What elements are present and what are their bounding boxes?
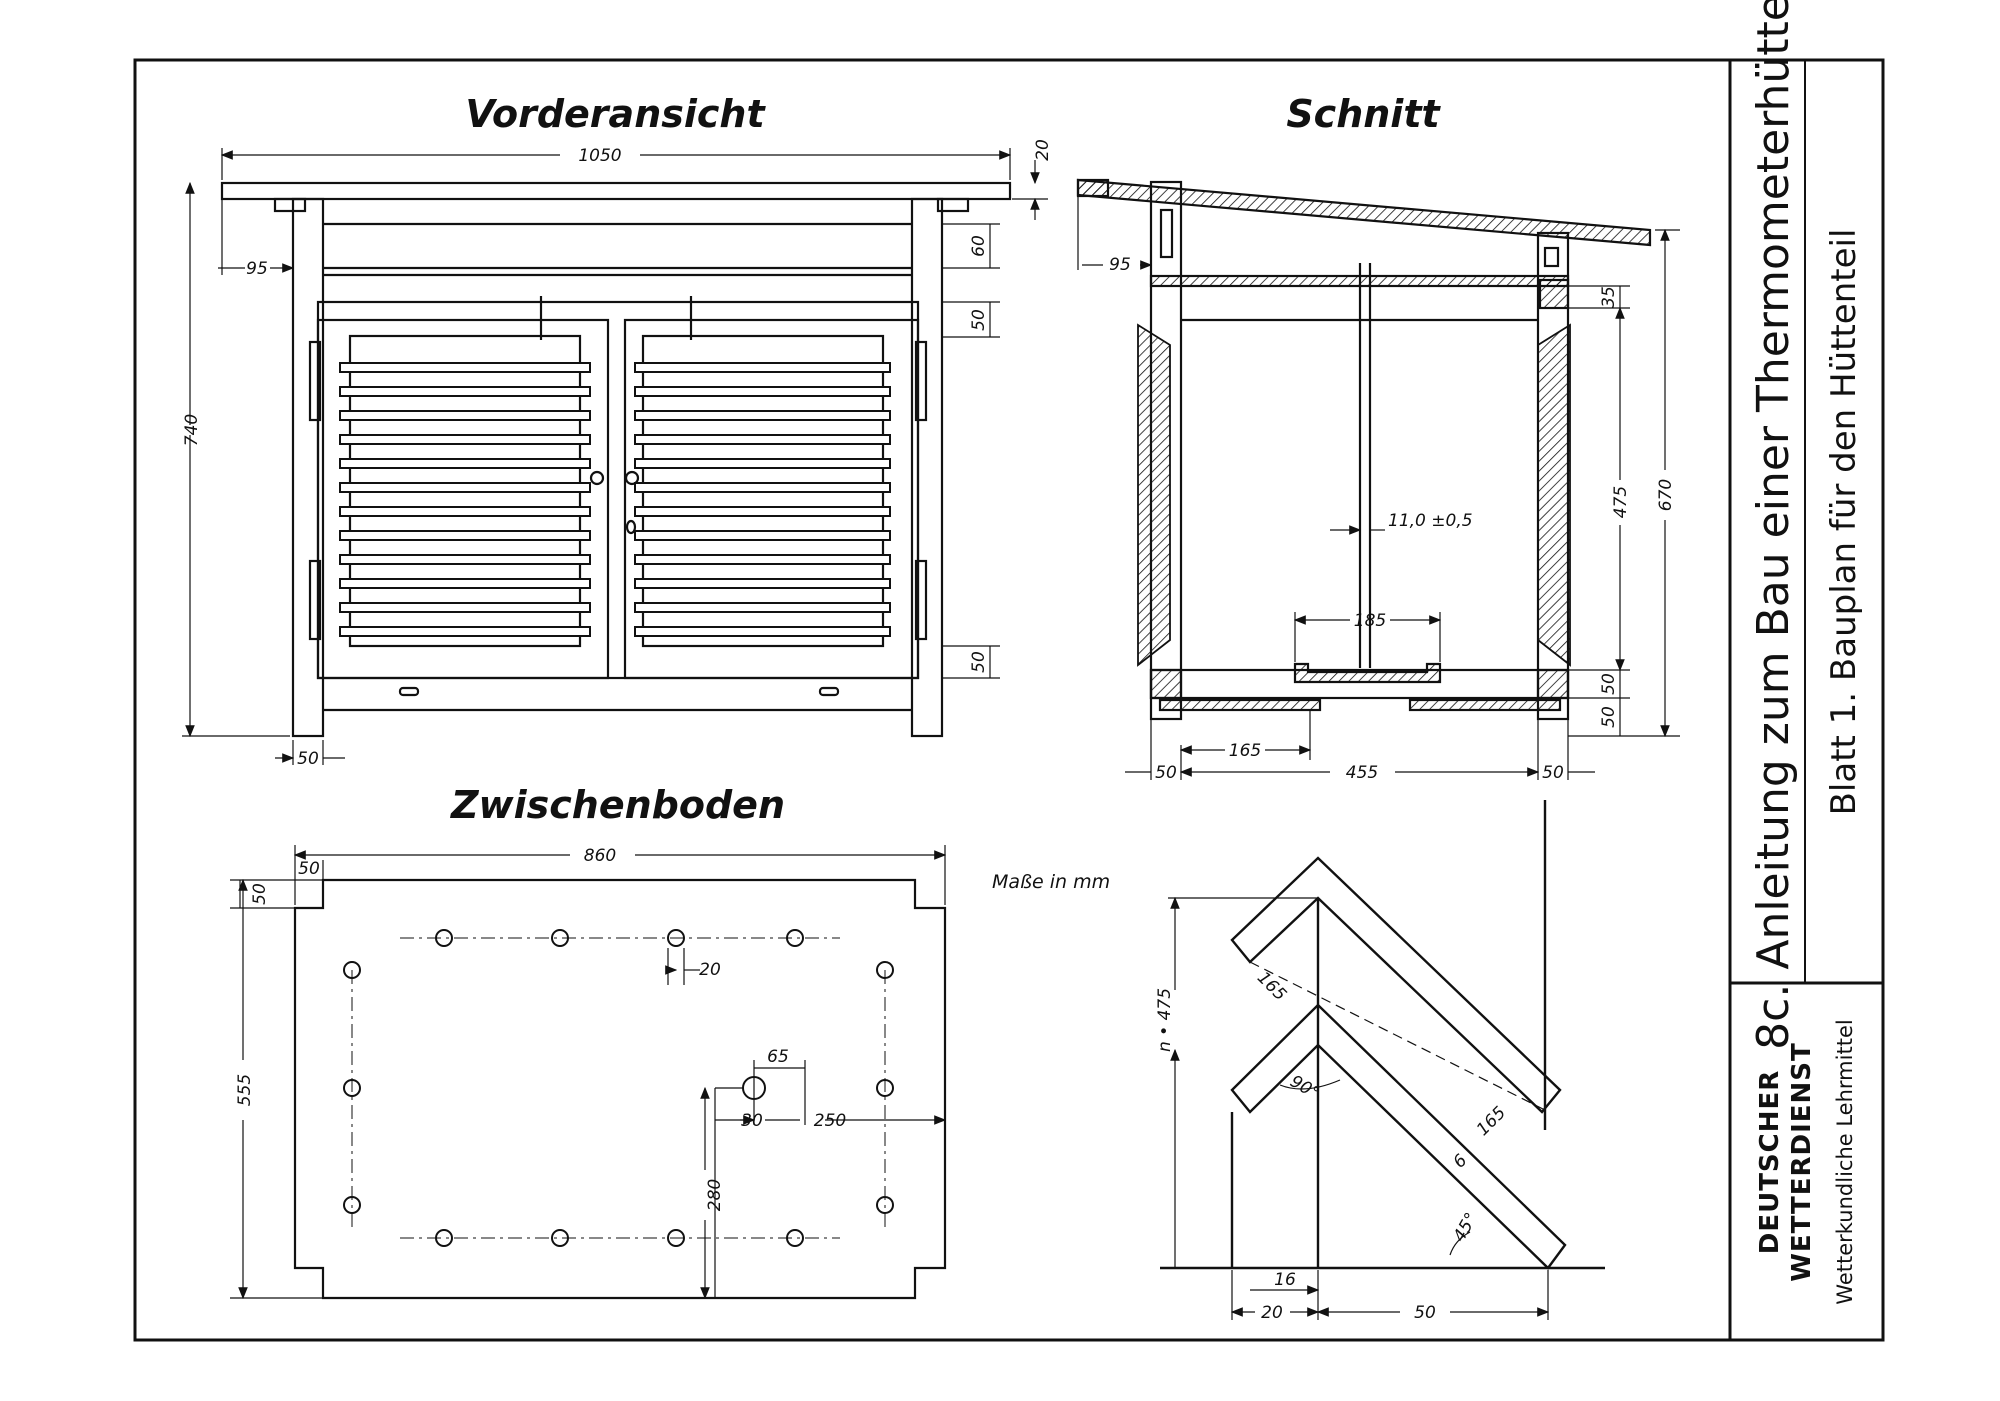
dim-floor-height: 555 <box>235 1074 255 1106</box>
dim-front-overhang: 95 <box>246 259 268 279</box>
sheet-subtitle: Blatt 1. Bauplan für den Hüttenteil <box>1824 229 1864 816</box>
front-view-louvers <box>339 362 891 637</box>
dim-detail-20: 20 <box>1261 1303 1283 1323</box>
dim-floor-250: 250 <box>814 1111 846 1131</box>
dim-detail-angle45: 45° <box>1449 1209 1481 1245</box>
front-view-drawing <box>220 181 1012 738</box>
dim-floor-20: 20 <box>699 960 721 980</box>
units-note: Maße in mm <box>992 871 1110 893</box>
dim-front-50b: 50 <box>969 651 989 673</box>
dim-front-width: 1050 <box>578 146 621 166</box>
front-view-dimension-lines <box>182 148 1048 765</box>
dim-front-leg: 50 <box>297 749 319 769</box>
dim-detail-165a: 165 <box>1253 968 1290 1005</box>
dim-section-leg-left: 50 <box>1155 763 1177 783</box>
section-view-drawing <box>1076 178 1652 721</box>
dim-section-165: 165 <box>1229 741 1261 761</box>
dim-floor-corner-y: 50 <box>250 883 270 905</box>
sheet-frame <box>133 58 1885 1342</box>
floor-dimension-lines <box>230 845 947 1300</box>
floor-centerlines <box>351 937 886 1239</box>
floor-outline <box>293 878 947 1300</box>
org-name-line1: DEUTSCHER <box>1755 1070 1785 1255</box>
louver-detail-dimension-lines <box>1168 896 1550 1320</box>
section-dimension-lines <box>1077 196 1680 780</box>
floor-view-title: Zwischenboden <box>450 783 785 827</box>
dim-floor-30: 30 <box>741 1111 763 1131</box>
dim-floor-65: 65 <box>767 1047 789 1067</box>
dim-detail-thickness: 6 <box>1450 1150 1472 1172</box>
dim-section-670: 670 <box>1656 479 1676 511</box>
dim-detail-height-ref: n • 475 <box>1155 988 1175 1052</box>
section-louvers <box>1137 323 1571 667</box>
dim-front-50a: 50 <box>969 309 989 331</box>
dim-floor-corner-x: 50 <box>298 859 320 879</box>
section-view-title: Schnitt <box>1286 92 1441 136</box>
dim-section-overhang: 95 <box>1109 255 1131 275</box>
dim-front-top: 20 <box>1033 139 1053 161</box>
dim-section-leg-right: 50 <box>1542 763 1564 783</box>
org-name-line2: WETTERDIENST <box>1787 1042 1817 1282</box>
sheet-title: 8c. Anleitung zum Bau einer Thermometerh… <box>1748 0 1799 1050</box>
louver-detail-drawing <box>1160 800 1605 1270</box>
dim-front-height: 740 <box>182 414 202 446</box>
dim-detail-165b: 165 <box>1473 1103 1510 1140</box>
floor-holes <box>343 929 894 1247</box>
front-view-title: Vorderansicht <box>465 92 766 136</box>
dim-section-185: 185 <box>1354 611 1386 631</box>
dim-section-455: 455 <box>1346 763 1378 783</box>
dim-section-tolerance: 11,0 ±0,5 <box>1388 511 1473 531</box>
dim-section-50b: 50 <box>1599 706 1619 728</box>
dim-floor-280: 280 <box>705 1179 725 1211</box>
org-name-line3: Wetterkundliche Lehrmittel <box>1833 1019 1857 1304</box>
dim-detail-50: 50 <box>1414 1303 1436 1323</box>
dim-section-35: 35 <box>1599 286 1619 308</box>
dim-section-50a: 50 <box>1599 673 1619 695</box>
dim-detail-16: 16 <box>1274 1270 1296 1290</box>
dim-floor-width: 860 <box>584 846 616 866</box>
dim-front-60: 60 <box>969 235 989 257</box>
dim-section-475: 475 <box>1611 486 1631 518</box>
